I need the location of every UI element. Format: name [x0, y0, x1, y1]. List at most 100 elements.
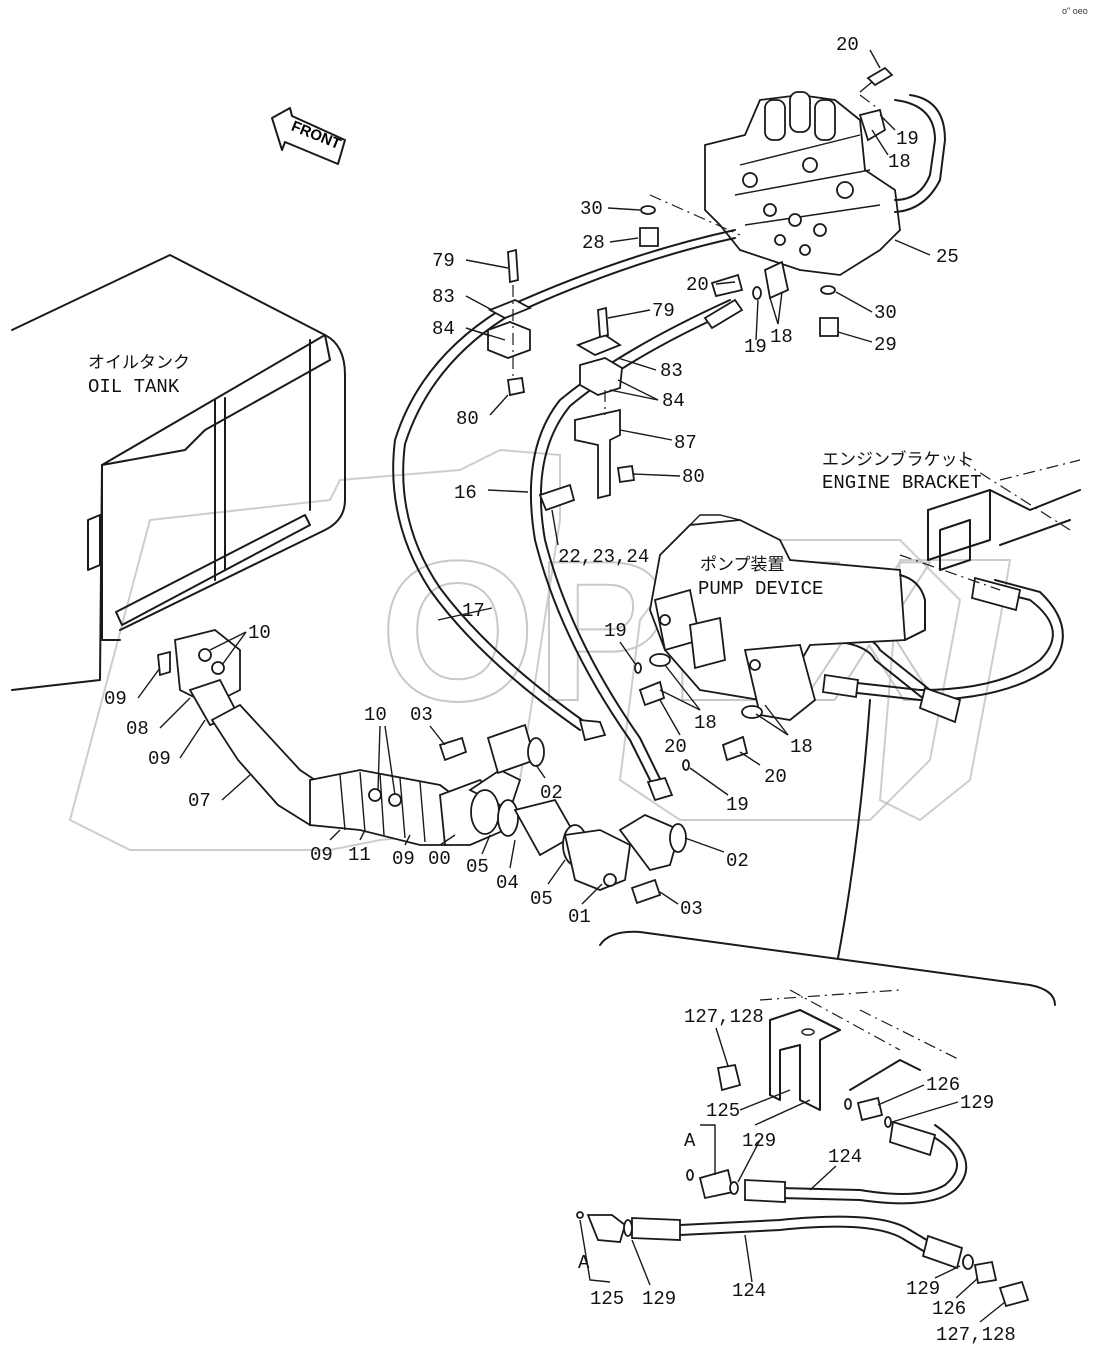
callout-19: 19	[896, 128, 919, 150]
callout-20: 20	[836, 34, 859, 56]
callout-125: 125	[590, 1288, 624, 1310]
callout-09: 09	[148, 748, 171, 770]
callout-19: 19	[604, 620, 627, 642]
callout-20: 20	[686, 274, 709, 296]
leader-lines	[137, 49, 1006, 1323]
callout-25: 25	[936, 246, 959, 268]
hose-17	[529, 298, 744, 802]
callout-83: 83	[660, 360, 683, 382]
pump-device	[649, 514, 926, 721]
callout-10: 10	[364, 704, 387, 726]
callout-16: 16	[454, 482, 477, 504]
detail-leader	[837, 699, 871, 959]
bolt-03-b	[630, 878, 662, 905]
callout-11: 11	[348, 844, 371, 866]
engine-bracket-label: ENGINE BRACKET	[822, 472, 982, 494]
callout-30: 30	[874, 302, 897, 324]
detail-hose-124-upper	[686, 1096, 968, 1205]
clamp-left	[487, 248, 533, 397]
bolt-28	[639, 227, 659, 247]
callout-02: 02	[540, 782, 563, 804]
callout-03: 03	[410, 704, 433, 726]
callout-29: 29	[874, 334, 897, 356]
callout-05: 05	[466, 856, 489, 878]
callout-22-23-24: 22,23,24	[558, 546, 649, 568]
detail-hose-124-lower	[576, 1063, 1030, 1308]
suction-pipe	[157, 629, 687, 891]
pump-device-jp-label: ポンプ装置	[700, 555, 785, 575]
front-arrow: FRONT	[271, 107, 346, 165]
callout-18: 18	[770, 326, 793, 348]
callout-20: 20	[664, 736, 687, 758]
bolt-20-mid	[710, 273, 744, 298]
callout-127-128: 127,128	[936, 1324, 1016, 1346]
callout-03: 03	[680, 898, 703, 920]
callout-18: 18	[790, 736, 813, 758]
callout-129: 129	[642, 1288, 676, 1310]
bolt-20-p1	[638, 680, 666, 707]
callout-01: 01	[568, 906, 591, 928]
callout-02: 02	[726, 850, 749, 872]
callout-19: 19	[726, 794, 749, 816]
washer-30-b	[820, 285, 836, 295]
hose-16	[392, 229, 736, 742]
callout-17: 17	[462, 600, 485, 622]
callout-10: 10	[248, 622, 271, 644]
flange-18-p1	[649, 653, 671, 667]
callout-84: 84	[662, 390, 685, 412]
clamp-right	[574, 306, 636, 500]
callout-19: 19	[744, 336, 767, 358]
detail-bracket	[739, 989, 961, 1126]
callout-08: 08	[126, 718, 149, 740]
engine-bracket-jp-label: エンジンブラケット	[822, 449, 975, 470]
callout-18: 18	[694, 712, 717, 734]
callout-80: 80	[456, 408, 479, 430]
callout-09: 09	[310, 844, 333, 866]
bolt-20-top	[859, 66, 894, 93]
bolt-03-a	[438, 736, 468, 762]
oring-19-p1	[634, 662, 642, 674]
callout-79: 79	[652, 300, 675, 322]
engine-bracket	[899, 459, 1081, 591]
oring-19-p2	[682, 759, 690, 771]
callout-84: 84	[432, 318, 455, 340]
callout-126: 126	[932, 1298, 966, 1320]
callout-129: 129	[906, 1278, 940, 1300]
callout-127-128: 127,128	[684, 1006, 764, 1028]
detail-125a-leader	[700, 1124, 716, 1175]
callout-129: 129	[960, 1092, 994, 1114]
callout-09: 09	[104, 688, 127, 710]
control-valve	[704, 91, 946, 276]
washer-30-a	[640, 205, 656, 215]
callout-04: 04	[496, 872, 519, 894]
callout-30: 30	[580, 198, 603, 220]
callout-00: 00	[428, 848, 451, 870]
pump-device-label: PUMP DEVICE	[698, 578, 823, 600]
callout-124: 124	[828, 1146, 862, 1168]
callout-80: 80	[682, 466, 705, 488]
callout-07: 07	[188, 790, 211, 812]
callout-20: 20	[764, 766, 787, 788]
oring-19-mid	[752, 286, 762, 300]
callout-09: 09	[392, 848, 415, 870]
flange-18-mid	[763, 260, 790, 300]
bolt-22-24	[538, 483, 576, 512]
callout-18: 18	[888, 151, 911, 173]
callout-83: 83	[432, 286, 455, 308]
bolt-20-p2	[721, 735, 749, 762]
callouts: 20 19 18 30 28 25 79 83 84 80 20 19 18 3…	[104, 34, 1016, 1346]
oil-tank-jp-label: オイルタンク	[88, 353, 190, 373]
oil-tank	[11, 254, 346, 691]
callout-124: 124	[732, 1280, 766, 1302]
callout-a: A	[578, 1252, 590, 1274]
corner-mark: o" oeo	[1062, 6, 1088, 16]
callout-126: 126	[926, 1074, 960, 1096]
callout-125: 125	[706, 1100, 740, 1122]
detail-125b-leader	[579, 1219, 611, 1283]
oil-tank-label: OIL TANK	[88, 376, 180, 398]
callout-79: 79	[432, 250, 455, 272]
callout-a: A	[684, 1130, 696, 1152]
callout-28: 28	[582, 232, 605, 254]
callout-87: 87	[674, 432, 697, 454]
